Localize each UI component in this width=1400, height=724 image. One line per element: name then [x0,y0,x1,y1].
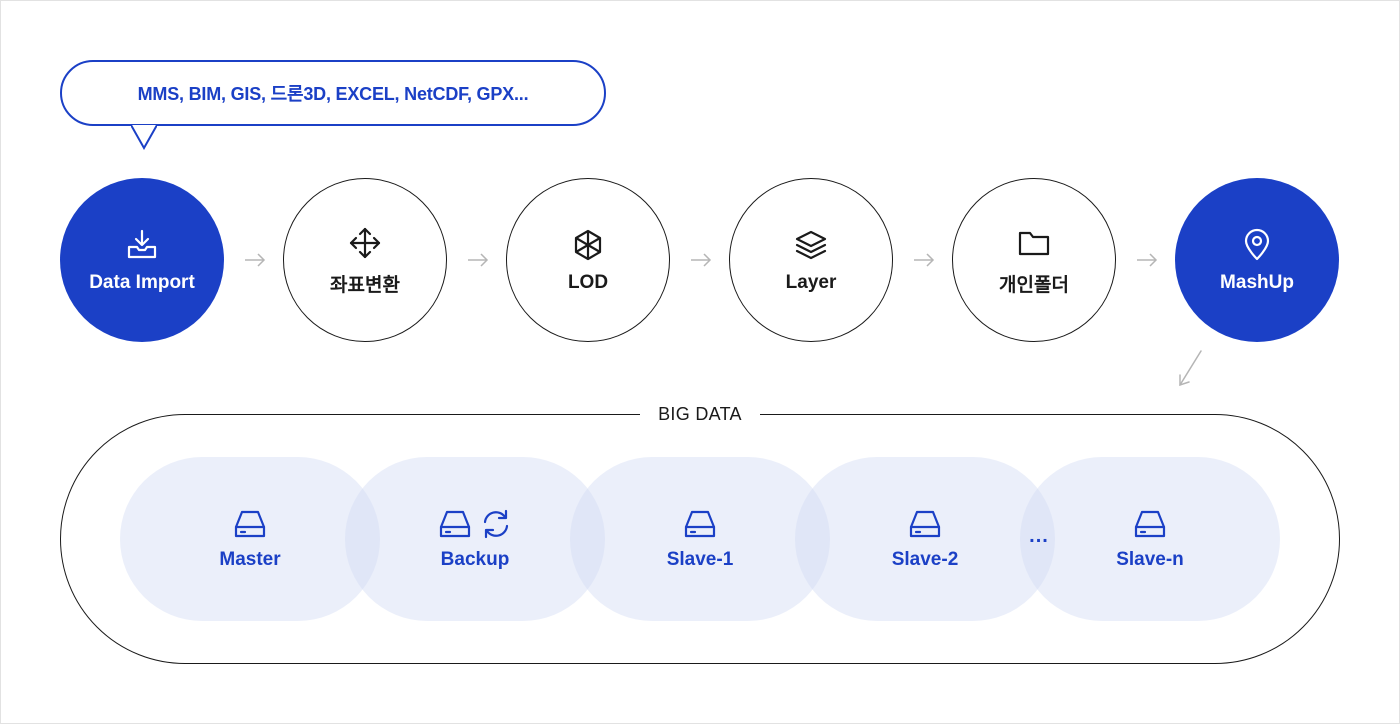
step-coordinate-transform: 좌표변환 [283,178,447,342]
drive-icon [1134,510,1166,538]
arrow-right-icon [914,253,935,267]
node-background-slave-1 [570,457,830,621]
step-personal-folder: 개인폴더 [952,178,1116,342]
node-background-slave-2 [795,457,1055,621]
node-label: Slave-n [1116,549,1184,570]
node-label: Backup [440,549,510,570]
arrow-down-left-icon [1179,350,1202,387]
arrow-right-icon [1137,253,1158,267]
big-data-title: BIG DATA [640,401,760,427]
node-label: Slave-2 [891,549,959,570]
map-pin-icon [1244,228,1270,261]
node-slave-1: Slave-1 [570,457,830,621]
drive-icon [909,510,941,538]
node-label: Master [219,549,281,570]
step-label: Layer [785,272,837,293]
step-layer: Layer [729,178,893,342]
folder-icon [1018,231,1050,255]
move-arrows-icon [349,227,381,258]
download-tray-icon [127,229,157,259]
step-lod: LOD [506,178,670,342]
node-backup: Backup [345,457,605,621]
drive-icon [439,510,471,538]
ellipsis-separator: ... [1029,525,1049,547]
arrow-right-icon [245,253,266,267]
node-slave-n: Slave-n [1020,457,1280,621]
node-label: Slave-1 [666,549,734,570]
node-background-backup [345,457,605,621]
drive-icon [234,510,266,538]
cube-icon [574,229,602,261]
drive-icon [684,510,716,538]
step-data-import: Data Import [60,178,224,342]
data-formats-text: MMS, BIM, GIS, 드론3D, EXCEL, NetCDF, GPX.… [137,84,529,104]
arrow-right-icon [691,253,712,267]
step-label: LOD [567,272,609,293]
node-background-slave-n [1020,457,1280,621]
step-label: Data Import [89,272,195,293]
step-label: 좌표변환 [330,274,400,296]
arrow-right-icon [468,253,489,267]
node-master: Master [120,457,380,621]
sync-icon [483,509,509,539]
step-mashup: MashUp [1175,178,1339,342]
node-slave-2: Slave-2 [795,457,1055,621]
data-formats-bubble: MMS, BIM, GIS, 드론3D, EXCEL, NetCDF, GPX.… [60,60,606,126]
layers-icon [795,230,827,260]
step-label: 개인폴더 [999,274,1069,296]
bubble-tail [131,124,157,150]
step-label: MashUp [1220,272,1294,293]
node-background-master [120,457,380,621]
